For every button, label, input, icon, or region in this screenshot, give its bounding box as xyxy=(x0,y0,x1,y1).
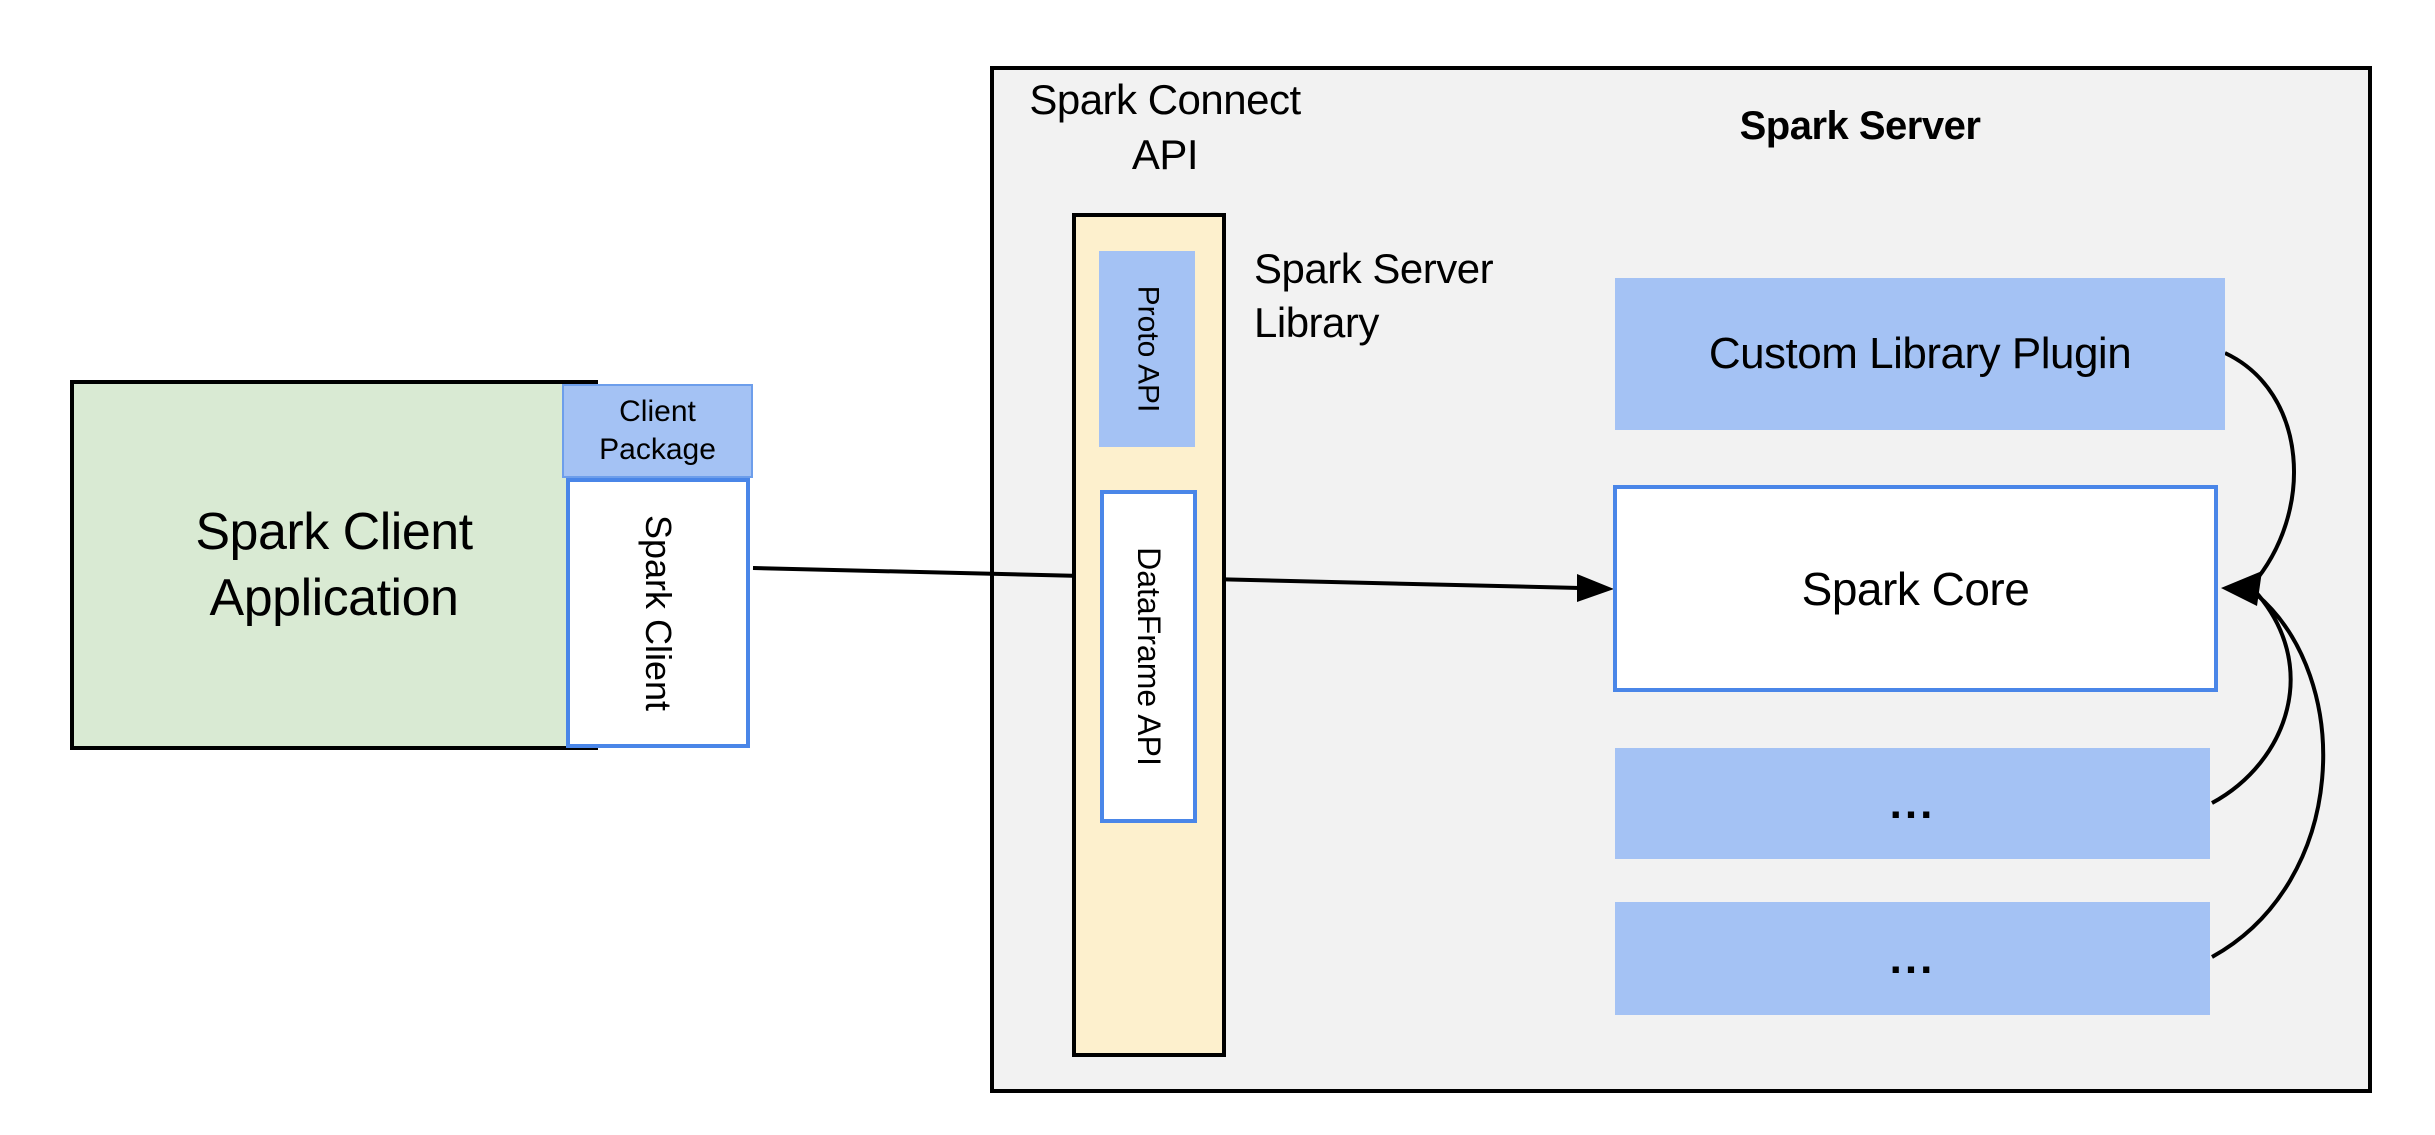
server-library-label: Spark Server Library xyxy=(1254,245,1494,346)
server-ellipsis-box-2: ... xyxy=(1615,902,2210,1015)
proto-api-box: Proto API xyxy=(1099,251,1195,447)
spark-server-heading: Spark Server xyxy=(1739,104,1981,148)
spark-core-box: Spark Core xyxy=(1613,485,2218,692)
spark-client-application-box: Spark Client Application xyxy=(70,380,598,750)
proto-api-label: Proto API xyxy=(1131,285,1164,413)
spark-client-label: Spark Client xyxy=(638,514,679,712)
connect-api-heading: Spark Connect API xyxy=(1029,76,1301,178)
client-package-box: Client Package xyxy=(562,384,753,478)
dataframe-api-box: DataFrame API xyxy=(1100,490,1197,823)
custom-library-plugin-box: Custom Library Plugin xyxy=(1615,278,2225,430)
dataframe-api-label: DataFrame API xyxy=(1131,547,1167,766)
server-ellipsis-box-1: ... xyxy=(1615,748,2210,859)
spark-client-box: Spark Client xyxy=(566,478,750,748)
